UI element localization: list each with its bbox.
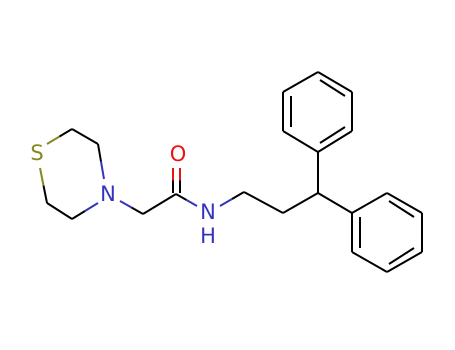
atom-morpholine-nitrogen-label: N bbox=[100, 182, 116, 206]
bond-ph2-5 bbox=[351, 251, 388, 273]
bond-ch2-carbonyl bbox=[142, 193, 177, 215]
bond-ph2-2 bbox=[386, 192, 423, 214]
bond-ring-n-c-bottom-a bbox=[84, 202, 99, 212]
bond-ph2-inner-2 bbox=[388, 247, 415, 265]
atom-carbonyl-oxygen-label: O bbox=[170, 142, 187, 166]
atom-amide-nitrogen-label: N bbox=[200, 200, 216, 224]
bond-ring-c-bottom-c-left bbox=[46, 202, 73, 220]
bond-carbonyl-nh-b bbox=[186, 199, 198, 207]
bond-ch2-ch bbox=[282, 192, 319, 214]
bond-nh-ch2-a bbox=[219, 198, 233, 207]
bond-carbonyl-nh-a bbox=[175, 193, 187, 201]
bond-ring-s-c-top-a bbox=[46, 135, 61, 145]
bond-ph2-inner-1 bbox=[388, 200, 415, 218]
bond-ring-c-left-s-b bbox=[39, 167, 45, 186]
bond-ch-ph-bottom bbox=[317, 192, 353, 214]
bond-ring-c-left-s-a bbox=[42, 185, 48, 204]
bond-ph1-4 bbox=[317, 71, 353, 93]
bond-ph1-3 bbox=[282, 71, 319, 93]
bond-ring-c-right-n-a bbox=[97, 143, 102, 162]
bond-layer bbox=[39, 71, 423, 273]
atom-amide-hydrogen-label: H bbox=[200, 224, 216, 248]
bond-ph2-1 bbox=[351, 192, 388, 214]
bond-ph2-4 bbox=[386, 251, 423, 273]
bond-ph1-6 bbox=[317, 130, 353, 153]
bond-ph1-inner-2 bbox=[319, 79, 346, 97]
bond-n-ch2-a bbox=[119, 200, 132, 209]
bond-ring-n-c-bottom-b bbox=[71, 210, 86, 220]
atom-sulfur-label: S bbox=[30, 141, 43, 165]
bond-ring-c-right-n-b bbox=[100, 161, 105, 180]
bond-ring-s-c-top-b bbox=[58, 128, 73, 138]
bond-ph1-1 bbox=[282, 130, 319, 153]
bond-nh-ch2-b bbox=[231, 191, 245, 200]
bond-ph1-inner-3 bbox=[319, 126, 346, 144]
bond-n-ch2-b bbox=[131, 206, 144, 215]
bond-ring-c-top-c-right bbox=[71, 128, 99, 145]
bond-ch2-ch2 bbox=[243, 191, 284, 214]
